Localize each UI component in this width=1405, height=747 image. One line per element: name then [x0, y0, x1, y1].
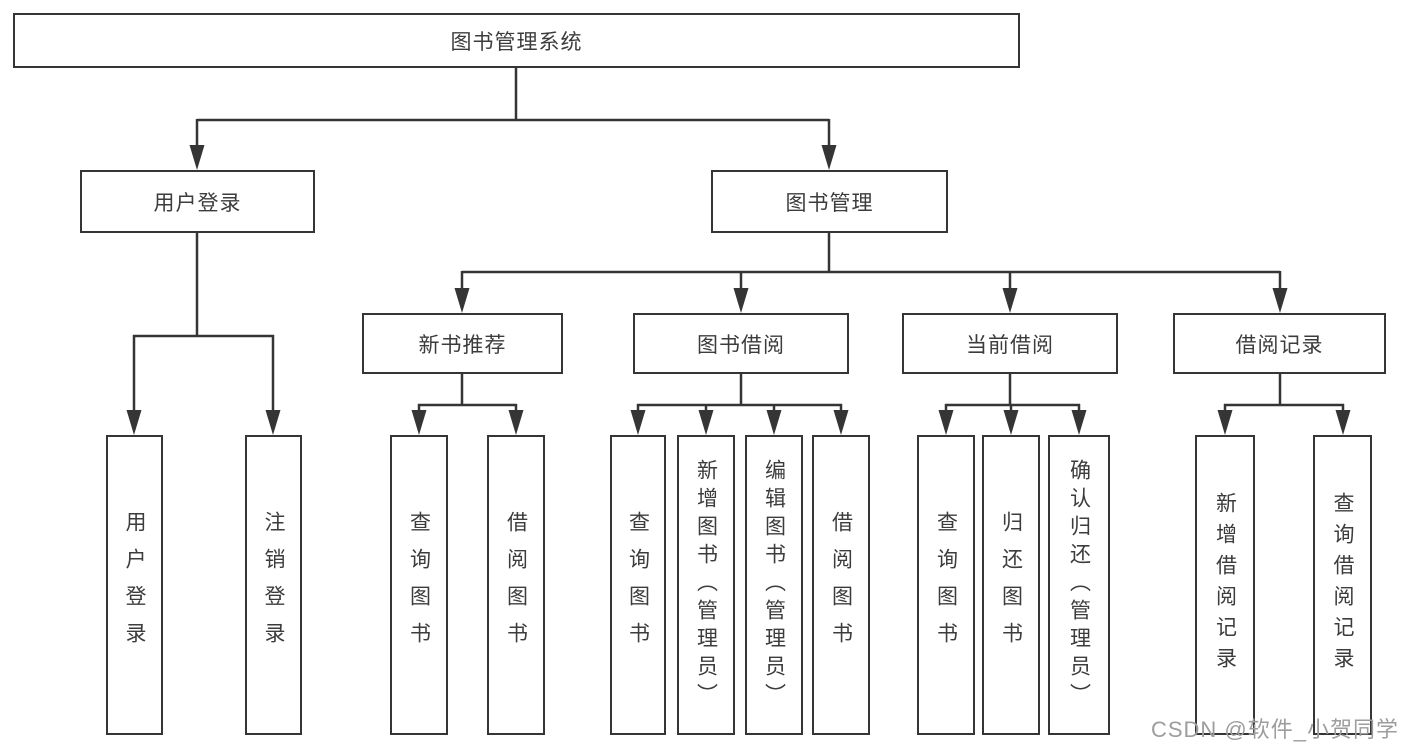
- node-book-management: 图书管理: [711, 170, 948, 233]
- leaf-query-books-current: 查询图书: [917, 435, 975, 735]
- leaf-add-book-admin: 新增图书（管理员）: [677, 435, 735, 735]
- leaf-borrow-books: 借阅图书: [812, 435, 870, 735]
- node-new-book-recommend: 新书推荐: [362, 313, 563, 374]
- leaf-logout: 注销登录: [245, 435, 302, 735]
- node-borrowing-records: 借阅记录: [1173, 313, 1386, 374]
- node-book-borrowing: 图书借阅: [633, 313, 849, 374]
- leaf-confirm-return-admin: 确认归还（管理员）: [1048, 435, 1110, 735]
- leaf-return-book: 归还图书: [982, 435, 1040, 735]
- leaf-add-borrow-record: 新增借阅记录: [1195, 435, 1255, 735]
- node-library-management-system: 图书管理系统: [13, 13, 1020, 68]
- csdn-watermark: CSDN @软件_小贺同学: [1150, 717, 1399, 742]
- leaf-user-login: 用户登录: [106, 435, 163, 735]
- leaf-query-books-borrow: 查询图书: [610, 435, 666, 735]
- leaf-query-books-recommend: 查询图书: [390, 435, 448, 735]
- node-user-login: 用户登录: [80, 170, 315, 233]
- leaf-query-borrow-record: 查询借阅记录: [1313, 435, 1372, 735]
- leaf-edit-book-admin: 编辑图书（管理员）: [745, 435, 803, 735]
- node-current-borrowing: 当前借阅: [902, 313, 1118, 374]
- connector-lines: [132, 68, 1345, 411]
- arrow-down-icons: [126, 145, 1351, 435]
- leaf-borrow-books-recommend: 借阅图书: [487, 435, 545, 735]
